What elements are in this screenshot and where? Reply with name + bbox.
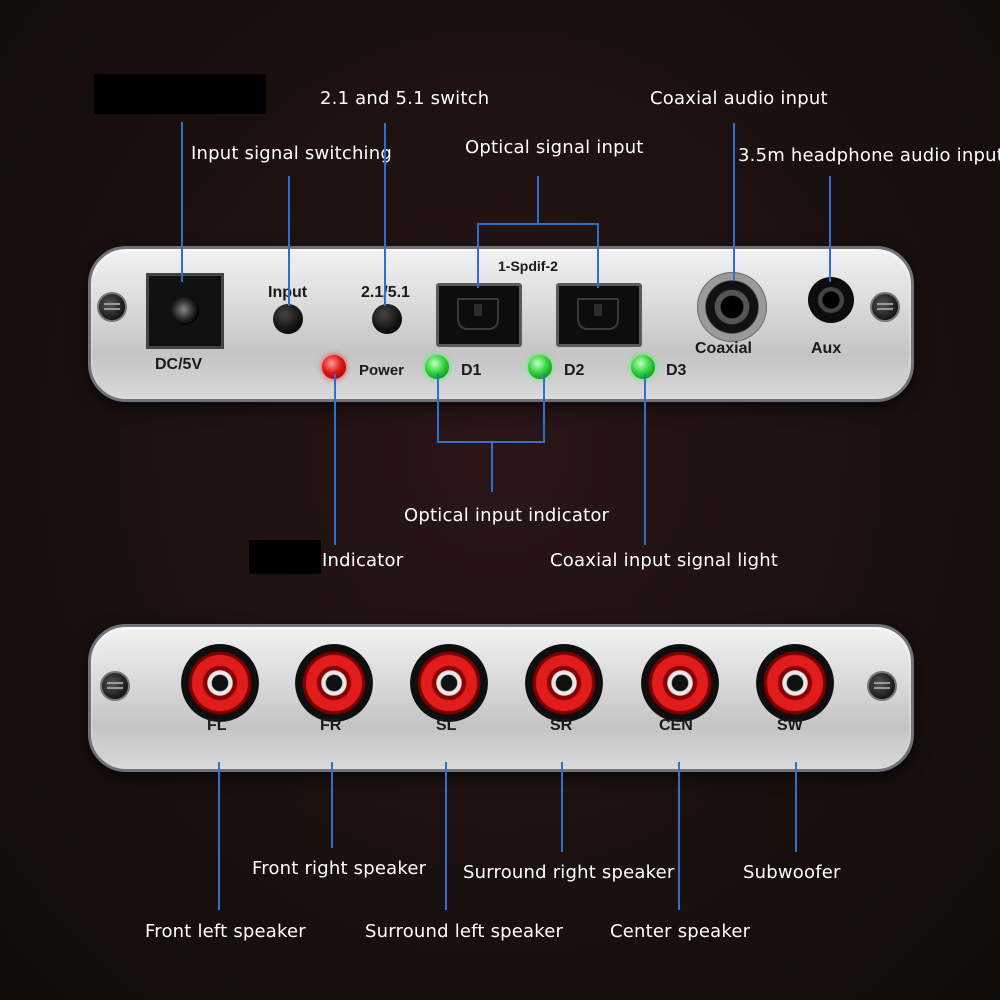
rca-cen-jack[interactable] [641, 644, 719, 722]
output-label-fl: FL [207, 717, 227, 734]
rca-fr-jack[interactable] [295, 644, 373, 722]
power-label: Power [359, 362, 405, 379]
rca-sr-jack[interactable] [525, 644, 603, 722]
redacted-block-top [94, 74, 266, 114]
output-label-sr: SR [550, 717, 573, 734]
d1-led [425, 355, 449, 379]
bottom-right-screw-icon [867, 671, 897, 701]
label-coaxial-input-signal-light: Coaxial input signal light [550, 550, 779, 571]
input-label: Input [268, 284, 308, 301]
mode-switch-button[interactable] [372, 304, 402, 334]
dc-power-jack[interactable] [146, 273, 224, 349]
label-surround-right-speaker: Surround right speaker [463, 862, 675, 883]
coaxial-input-jack[interactable] [697, 272, 767, 342]
label-front-right-speaker: Front right speaker [252, 858, 427, 879]
aux-label: Aux [811, 340, 842, 357]
input-switch-button[interactable] [273, 304, 303, 334]
label-21-51-switch: 2.1 and 5.1 switch [320, 88, 490, 109]
rca-sw-jack[interactable] [756, 644, 834, 722]
label-input-signal-switching: Input signal switching [191, 143, 392, 164]
mode-label: 2.1/5.1 [361, 284, 410, 301]
dc-label: DC/5V [155, 356, 203, 373]
label-coaxial-audio-input: Coaxial audio input [650, 88, 828, 109]
power-led [322, 355, 346, 379]
d1-label: D1 [461, 362, 482, 379]
rca-fl-jack[interactable] [181, 644, 259, 722]
optical-port-2[interactable] [556, 283, 642, 347]
aux-input-jack[interactable] [808, 277, 854, 323]
output-label-sl: SL [436, 717, 457, 734]
label-headphone-audio-input: 3.5m headphone audio input [738, 145, 1000, 166]
d2-led [528, 355, 552, 379]
bottom-left-screw-icon [100, 671, 130, 701]
redacted-block-indicator [249, 540, 321, 574]
d2-label: D2 [564, 362, 585, 379]
top-left-screw-icon [97, 292, 127, 322]
top-right-screw-icon [870, 292, 900, 322]
label-optical-signal-input: Optical signal input [465, 137, 644, 158]
label-optical-input-indicator: Optical input indicator [404, 505, 610, 526]
label-center-speaker: Center speaker [610, 921, 751, 942]
spdif-label: 1-Spdif-2 [498, 258, 558, 274]
label-surround-left-speaker: Surround left speaker [365, 921, 564, 942]
optical-port-1[interactable] [436, 283, 522, 347]
d3-label: D3 [666, 362, 687, 379]
label-front-left-speaker: Front left speaker [145, 921, 306, 942]
label-subwoofer: Subwoofer [743, 862, 841, 883]
rca-sl-jack[interactable] [410, 644, 488, 722]
coaxial-label: Coaxial [695, 340, 752, 357]
label-indicator: Indicator [322, 550, 404, 571]
output-label-sw: SW [777, 717, 803, 734]
output-label-fr: FR [320, 717, 342, 734]
output-label-cen: CEN [659, 717, 693, 734]
d3-led [631, 355, 655, 379]
